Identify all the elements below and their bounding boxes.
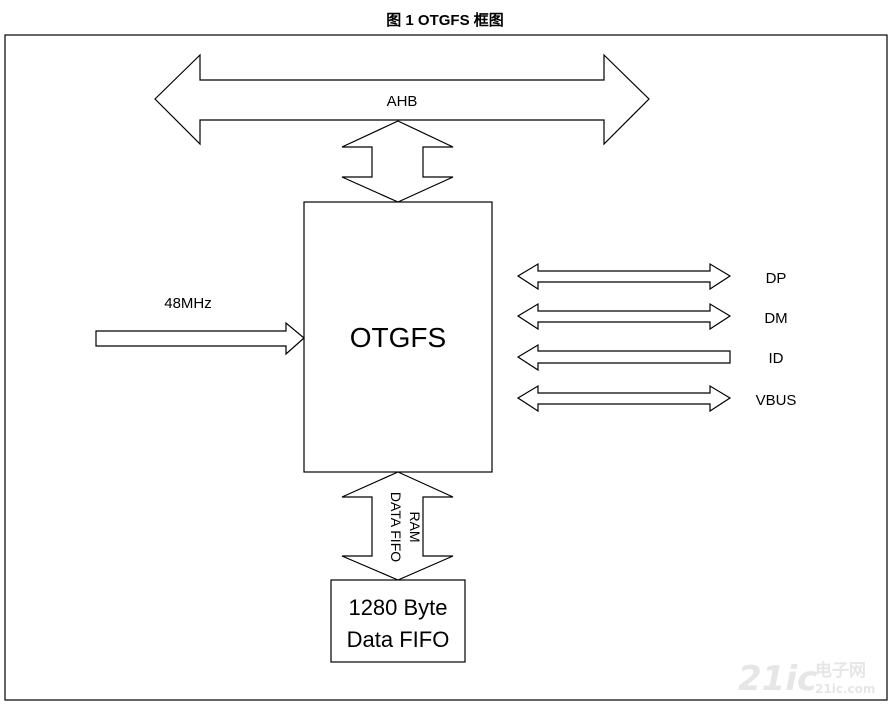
fifo-block-line1: 1280 Byte	[348, 595, 447, 620]
watermark-brand: 21ic	[738, 659, 817, 699]
dm-signal-arrow	[516, 302, 732, 331]
watermark-text-top: 电子网	[815, 660, 866, 681]
dp-label: DP	[766, 270, 787, 287]
id-label: ID	[769, 350, 784, 367]
data-fifo-block	[330, 579, 466, 663]
watermark-text-bottom: 21ic.com	[815, 682, 875, 696]
vbus-label: VBUS	[756, 392, 797, 409]
dp-signal-arrow	[516, 262, 732, 291]
fifo-link-label-line2: RAM	[407, 511, 423, 542]
otgfs-label: OTGFS	[350, 322, 446, 353]
ahb-core-link-arrow	[341, 120, 454, 203]
otgfs-core-block	[303, 201, 493, 473]
fifo-link-label-line1: DATA FIFO	[388, 492, 404, 562]
clock-label: 48MHz	[164, 295, 212, 312]
ahb-bus-arrow	[154, 53, 650, 146]
vbus-signal-arrow	[516, 384, 732, 413]
id-signal-arrow	[516, 343, 731, 372]
fifo-block-line2: Data FIFO	[347, 627, 450, 652]
ahb-label: AHB	[387, 93, 418, 110]
dm-label: DM	[764, 310, 787, 327]
figure-frame	[4, 34, 888, 701]
figure-caption: 图 1 OTGFS 框图	[386, 11, 504, 29]
clock-input-arrow	[95, 321, 305, 356]
watermark-logo: 21ic 电子网 21ic.com	[738, 659, 875, 699]
